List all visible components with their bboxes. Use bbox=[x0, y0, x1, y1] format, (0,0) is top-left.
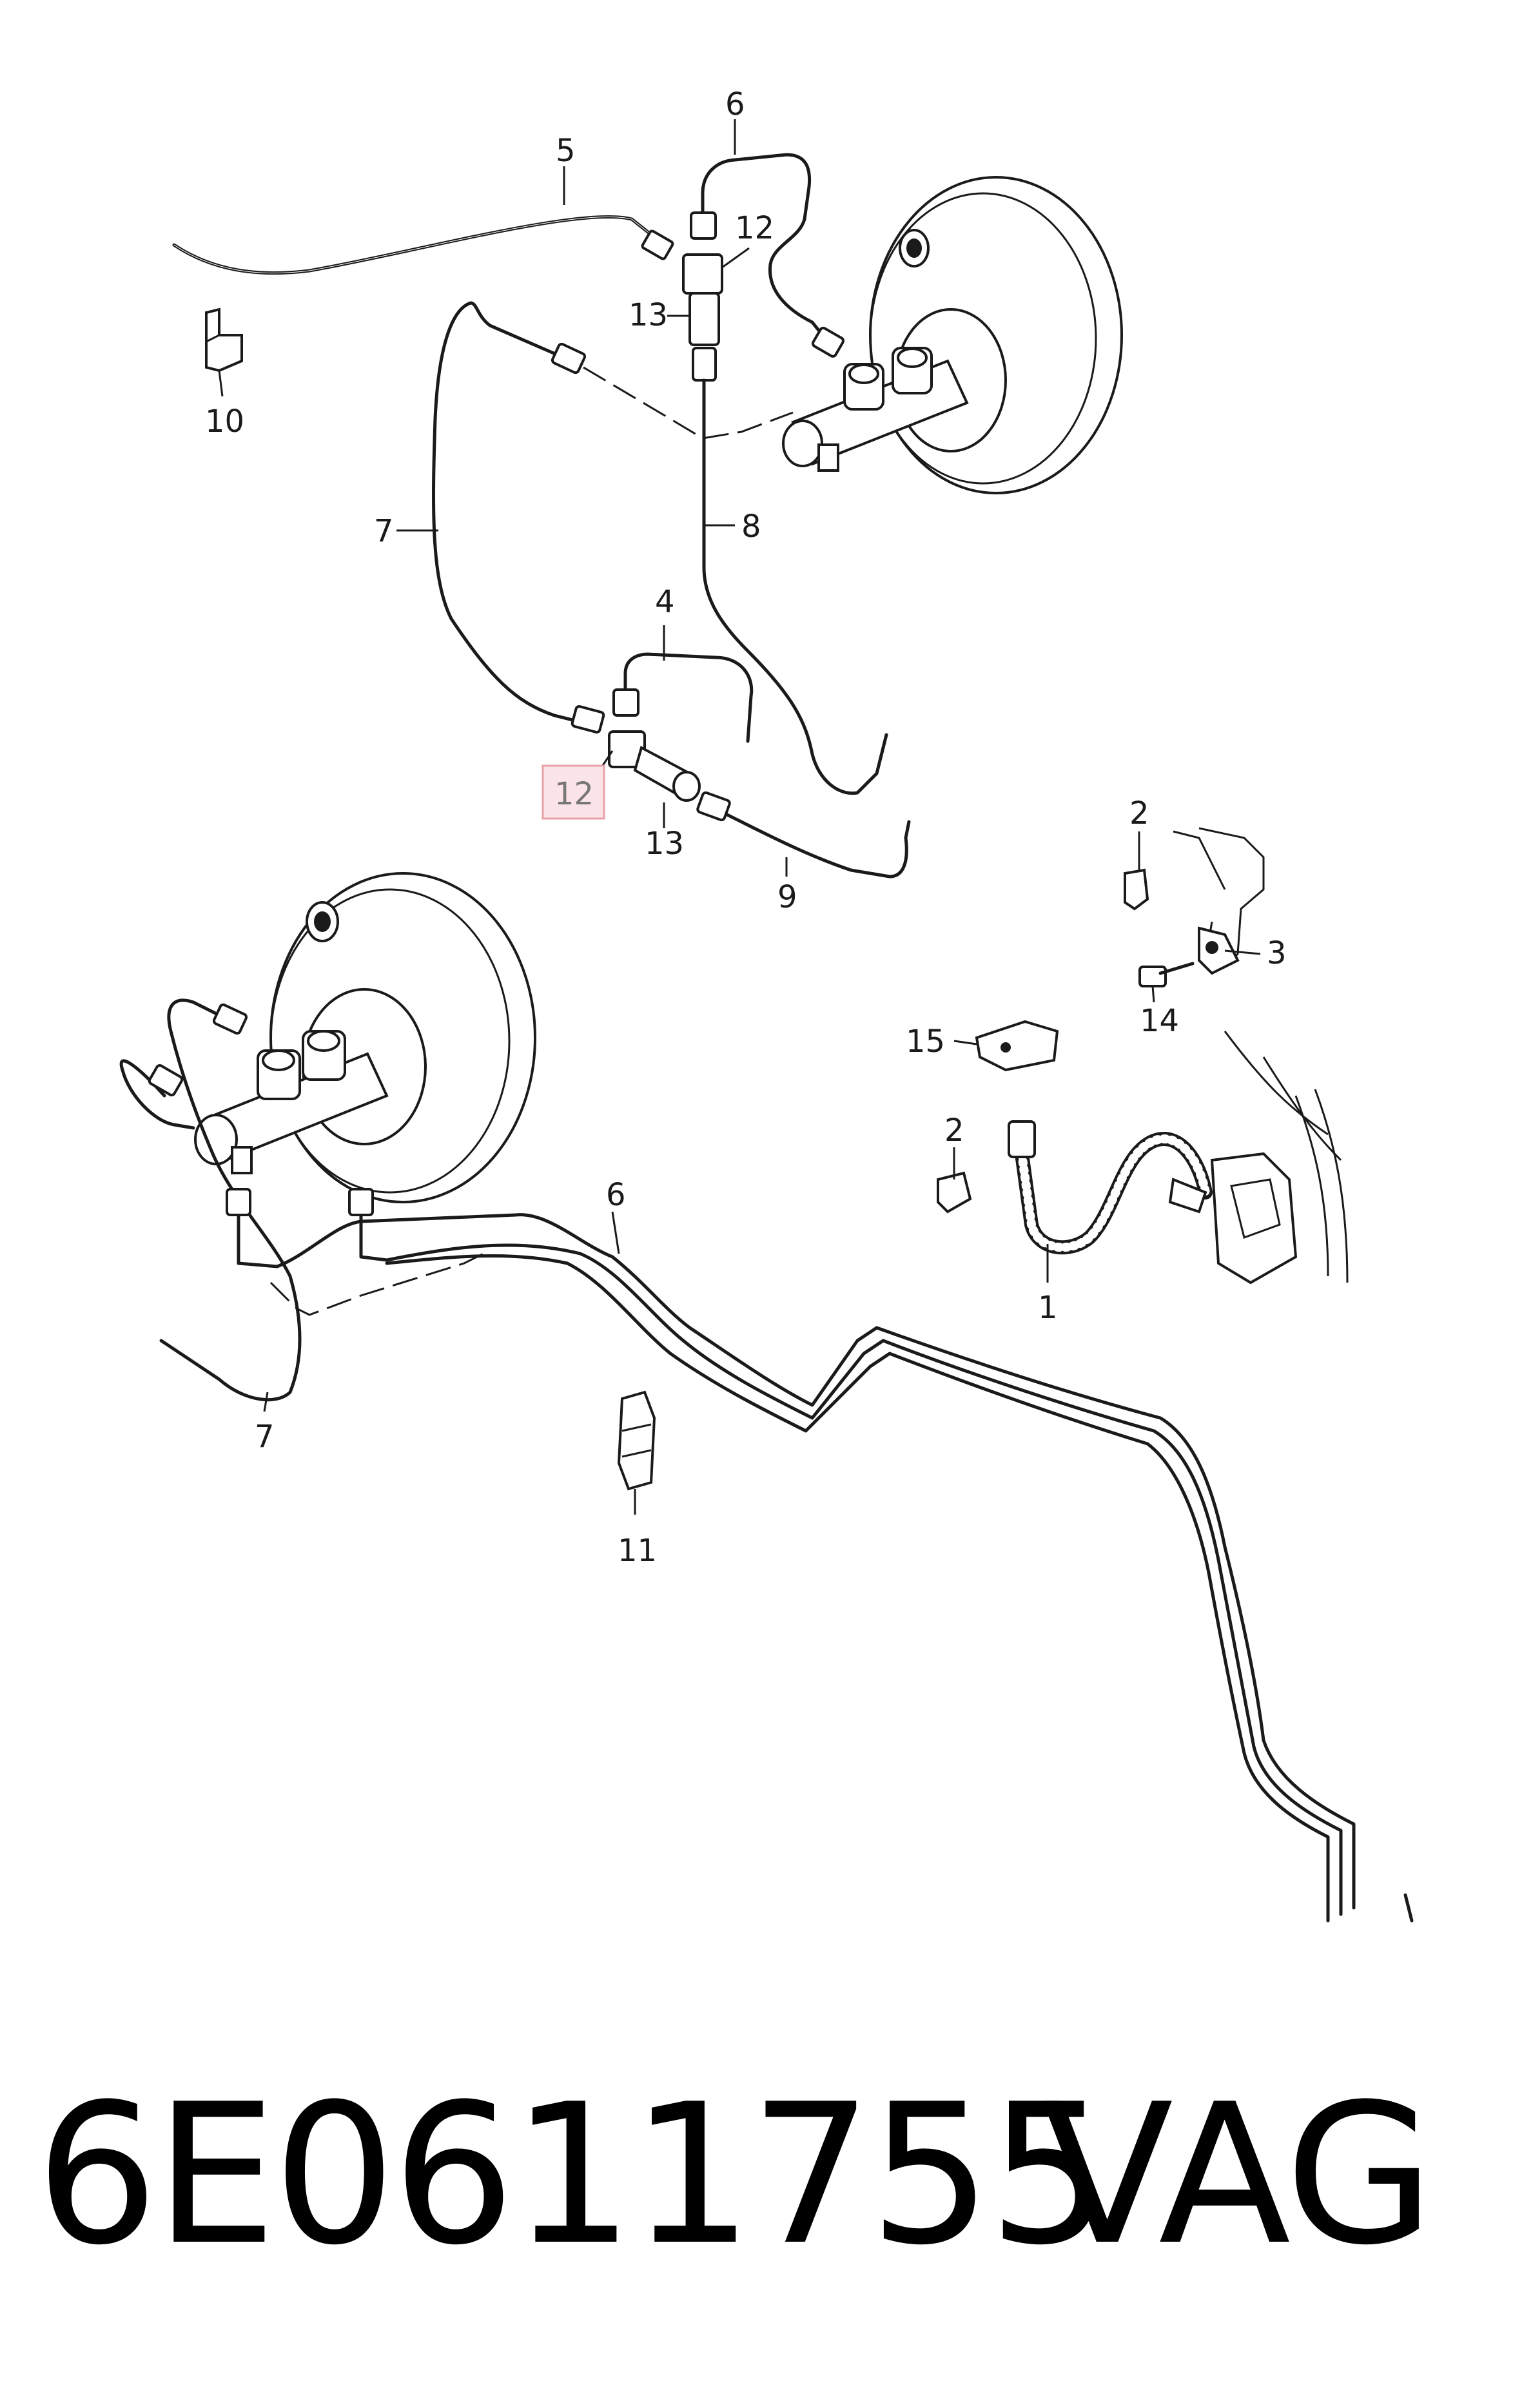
highlight-box-item-12 bbox=[542, 764, 605, 820]
callout-12-lower: 12 bbox=[554, 776, 594, 812]
bracket-15 bbox=[975, 1020, 1059, 1072]
brake-hose-1 bbox=[1008, 1120, 1213, 1255]
brake-booster-upper bbox=[869, 176, 1123, 494]
bolt-14 bbox=[1138, 962, 1195, 987]
callout-5: 5 bbox=[556, 133, 576, 169]
callout-2-lower: 2 bbox=[944, 1112, 964, 1149]
callout-11: 11 bbox=[618, 1533, 657, 1569]
tee-connector-lower bbox=[608, 730, 701, 802]
callout-7-upper: 7 bbox=[374, 513, 394, 549]
callout-14: 14 bbox=[1140, 1003, 1179, 1039]
retaining-clip-2-lower bbox=[937, 1171, 972, 1214]
callout-13-lower: 13 bbox=[645, 826, 684, 862]
assembly-line-upper bbox=[583, 366, 794, 440]
manufacturer-name: VAG bbox=[1041, 2063, 1434, 2287]
callout-3: 3 bbox=[1267, 935, 1287, 971]
pipe-clip-10 bbox=[205, 307, 243, 373]
assembly-line-lower bbox=[269, 1249, 491, 1316]
callout-7-lower: 7 bbox=[255, 1419, 275, 1455]
brake-pipe-7-lower bbox=[119, 998, 302, 1402]
callout-15: 15 bbox=[906, 1024, 945, 1060]
brake-pipe-4 bbox=[612, 652, 754, 743]
master-cylinder-upper bbox=[782, 347, 969, 472]
retaining-clip-2-upper bbox=[1124, 868, 1149, 911]
callout-12-upper: 12 bbox=[735, 210, 774, 246]
part-number: 6E0611755 bbox=[35, 2063, 1111, 2287]
callout-10: 10 bbox=[205, 403, 244, 440]
callout-13-upper: 13 bbox=[629, 297, 668, 333]
wheel-hub-assembly bbox=[1168, 1031, 1349, 1285]
brake-pipe-9 bbox=[696, 791, 911, 879]
callout-8: 8 bbox=[741, 509, 761, 545]
callout-9: 9 bbox=[777, 879, 797, 915]
brake-pipe-bundle-6 bbox=[226, 1188, 1414, 1923]
tee-connector-upper bbox=[682, 253, 723, 421]
bracket-3 bbox=[1173, 827, 1265, 975]
callout-4: 4 bbox=[655, 584, 675, 620]
callout-1: 1 bbox=[1038, 1290, 1058, 1326]
master-cylinder-lower bbox=[194, 1030, 389, 1174]
brake-pipe-5 bbox=[172, 215, 674, 275]
brake-pipe-6-upper bbox=[690, 153, 844, 358]
brake-pipe-8 bbox=[702, 417, 888, 795]
brake-pipe-7-upper bbox=[432, 301, 605, 734]
callout-6-lower: 6 bbox=[606, 1177, 626, 1213]
callout-6-upper: 6 bbox=[725, 86, 745, 122]
pipe-clip-11 bbox=[617, 1390, 656, 1491]
callout-2-upper: 2 bbox=[1129, 795, 1149, 831]
